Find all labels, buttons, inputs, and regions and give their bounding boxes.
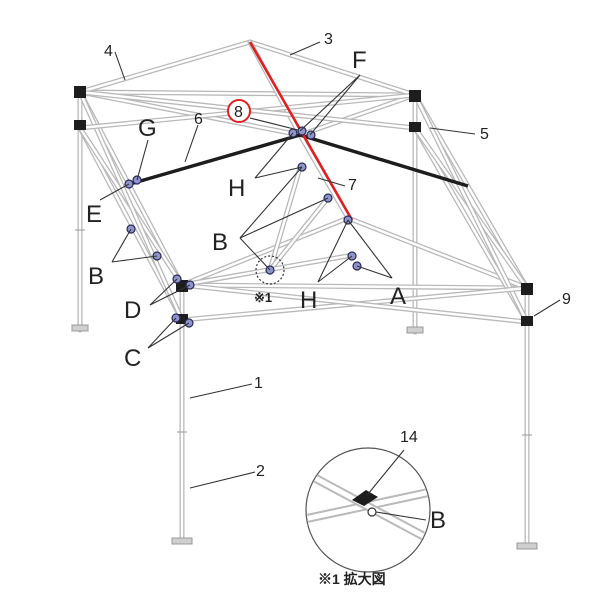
legs	[71, 89, 538, 550]
label-part-3: 3	[324, 31, 333, 48]
detail-marker-circle	[255, 255, 285, 285]
detail-marker-label: ※1	[254, 290, 272, 305]
label-part-5: 5	[480, 126, 489, 143]
joint-labels: F G E H B B H A D C ※1	[86, 47, 406, 372]
top-perimeter	[77, 89, 530, 291]
label-part-1: 1	[254, 375, 263, 392]
part-8-ring	[227, 99, 251, 123]
label-part-4: 4	[104, 43, 113, 60]
label-joint-C: C	[124, 345, 141, 372]
detail-inset: B ※1 拡大図	[305, 447, 446, 587]
label-joint-D: D	[124, 297, 141, 324]
front-scissor	[179, 282, 530, 325]
label-part-9: 9	[562, 291, 571, 308]
label-joint-H-upper: H	[228, 175, 245, 202]
label-joint-F: F	[352, 47, 367, 74]
label-joint-A: A	[390, 283, 406, 310]
label-joint-E: E	[86, 201, 102, 228]
detail-caption: ※1 拡大図	[318, 571, 386, 587]
label-joint-B-detail: B	[430, 507, 446, 534]
dark-bars	[129, 133, 469, 188]
label-part-2: 2	[256, 463, 265, 480]
label-joint-B-left: B	[88, 263, 104, 290]
label-part-6: 6	[194, 111, 203, 128]
label-joint-B-center: B	[212, 229, 228, 256]
leader-lines	[99, 41, 561, 489]
part-labels: 1 2 3 4 5 6 7 8 9 14	[104, 31, 571, 480]
left-scissor	[77, 89, 185, 323]
canopy-frame	[71, 39, 538, 550]
label-joint-G: G	[138, 115, 157, 142]
roof-ridges	[77, 39, 530, 291]
label-joint-H-lower: H	[300, 287, 317, 314]
label-part-14: 14	[400, 429, 418, 446]
label-part-7: 7	[348, 177, 357, 194]
label-part-8: 8	[234, 104, 243, 121]
